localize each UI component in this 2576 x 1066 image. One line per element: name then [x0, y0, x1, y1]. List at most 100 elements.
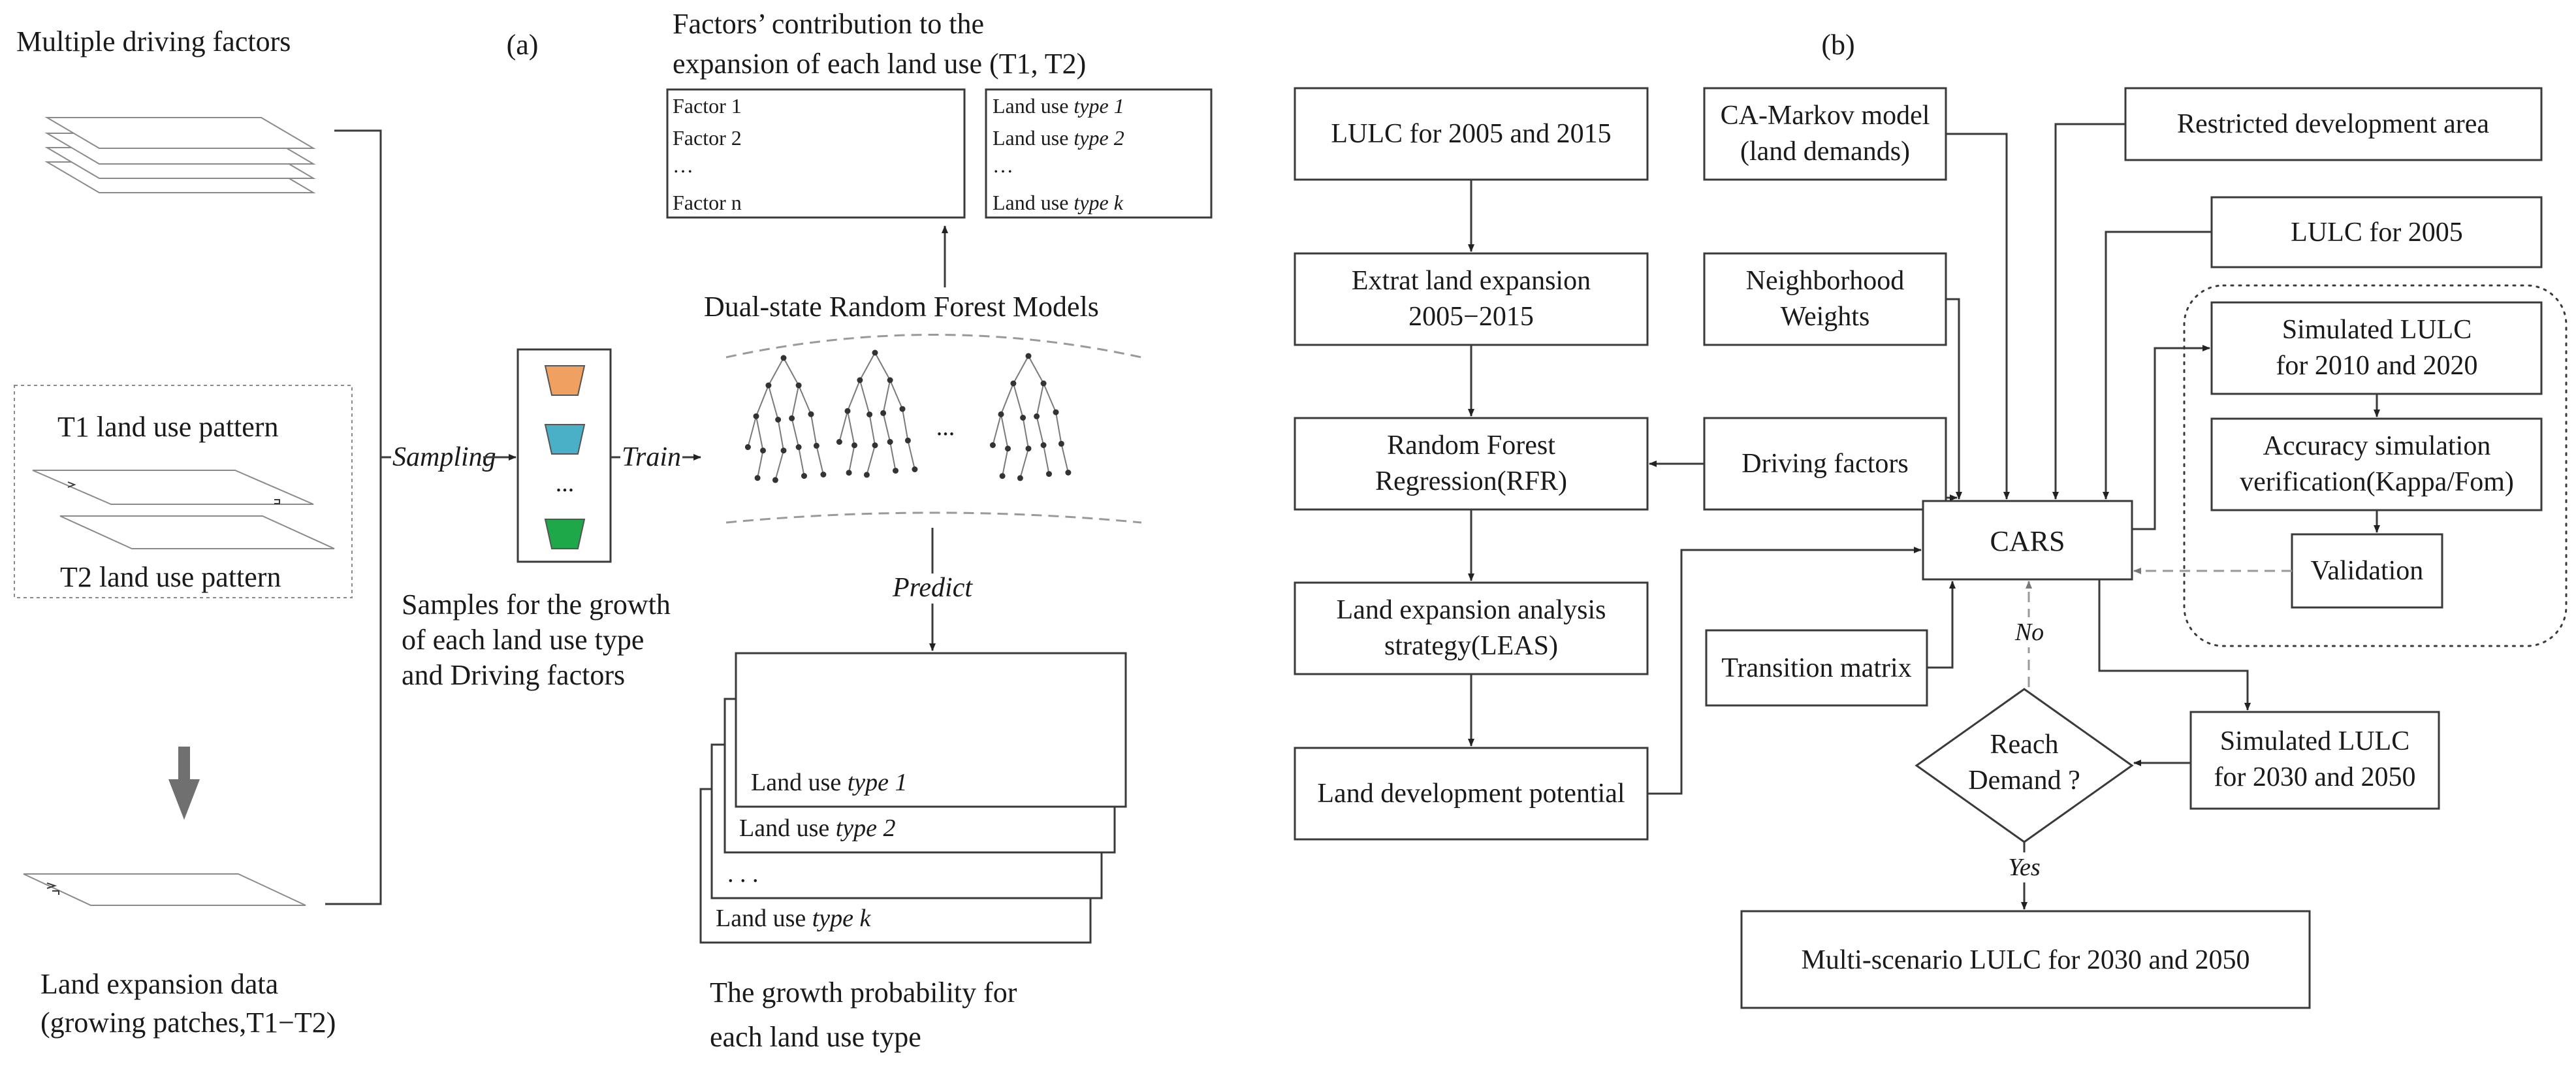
- sample-swatch-1: [544, 365, 586, 396]
- driving-factors-label: Multiple driving factors: [16, 25, 291, 57]
- tree-node: [1010, 380, 1017, 387]
- tree-node: [893, 468, 898, 474]
- tree-node: [753, 413, 759, 419]
- sample-swatch-2: [544, 424, 586, 455]
- leas-line-2: strategy(LEAS): [1384, 631, 1558, 661]
- factor-list-box: [666, 88, 966, 219]
- tree-branch: [848, 445, 855, 473]
- tree-branch: [791, 385, 800, 419]
- validation-group: [2183, 284, 2568, 647]
- tree-node: [912, 466, 918, 472]
- simulated-2010-2020-line-1: Simulated LULC: [2282, 315, 2472, 345]
- contribution-caption-2: expansion of each land use (T1, T2): [673, 48, 1086, 80]
- extract-expansion-line-2: 2005−2015: [1408, 302, 1534, 332]
- factor-item-4: Factor n: [673, 191, 742, 214]
- rf-models-title: Dual-state Random Forest Models: [704, 291, 1099, 323]
- tree-node: [836, 439, 842, 445]
- tree-node: [998, 411, 1004, 417]
- tree-node: [744, 444, 751, 450]
- tree-node: [1040, 442, 1047, 448]
- tree-branch: [992, 413, 1002, 445]
- sample-swatch-3: [544, 519, 586, 549]
- rfr-line-1: Random Forest: [1387, 430, 1555, 460]
- driving-factor-layers-icon: [44, 117, 316, 193]
- panel-b: (b) LULC for 2005 and 2015 Extrat land e…: [1294, 29, 2568, 1009]
- tree-branch: [866, 445, 876, 476]
- landuse-item-1: Land use type 1: [993, 94, 1124, 118]
- tree-node: [846, 470, 852, 476]
- tree-branch: [1036, 383, 1045, 417]
- tree-node: [772, 477, 778, 483]
- tree-branch: [1043, 383, 1057, 413]
- tree-node: [801, 473, 807, 479]
- tree-branch: [1000, 414, 1009, 449]
- tree-node: [1025, 353, 1032, 359]
- land-dev-potential-box: [1294, 747, 1649, 841]
- tree-node: [887, 377, 893, 383]
- samples-caption-1: Samples for the growth: [402, 589, 671, 621]
- land-use-pattern-layers-icon: [32, 470, 335, 549]
- validation-label: Validation: [2311, 556, 2424, 586]
- tree-node: [999, 473, 1006, 479]
- landuse-list-box: [985, 88, 1213, 219]
- multi-scenario-label: Multi-scenario LULC for 2030 and 2050: [1801, 945, 2250, 975]
- tree-branch: [1019, 448, 1029, 479]
- tree-node: [795, 444, 802, 450]
- tree-branch: [783, 357, 799, 386]
- extract-expansion-box: [1294, 252, 1649, 346]
- tree-node: [872, 442, 878, 449]
- tree-node: [1065, 470, 1072, 476]
- tree-node: [1005, 445, 1011, 452]
- factor-item-1: Factor 1: [673, 94, 742, 118]
- tree-node: [775, 417, 782, 423]
- tree-node: [989, 442, 996, 448]
- panel-b-label: (b): [1821, 29, 1854, 61]
- train-label: Train: [622, 442, 681, 472]
- tree-node: [844, 408, 851, 414]
- transition-matrix-box: [1705, 629, 1928, 707]
- yes-label: Yes: [2008, 854, 2040, 881]
- neighborhood-line-1: Neighborhood: [1746, 266, 1905, 296]
- random-forest-trees-icon: [744, 349, 1072, 483]
- tree-node: [808, 411, 814, 417]
- probability-caption-1: The growth probability for: [710, 977, 1017, 1009]
- tree-branch: [1060, 444, 1069, 473]
- rfr-box: [1294, 417, 1649, 511]
- tree-branch: [1036, 416, 1045, 445]
- tree-branch: [767, 385, 779, 420]
- tree-branch: [882, 413, 891, 442]
- tree-branch: [847, 380, 861, 412]
- land-expansion-label-1: Land expansion data: [40, 968, 278, 1000]
- tree-node: [780, 447, 787, 454]
- tree-branch: [907, 440, 915, 470]
- lulc-2005-2015-label: LULC for 2005 and 2015: [1331, 119, 1611, 149]
- tree-branch: [889, 380, 903, 410]
- leas-line-1: Land expansion analysis: [1337, 595, 1606, 625]
- factor-item-3: …: [673, 153, 693, 177]
- restricted-area-box: [2124, 87, 2543, 161]
- tree-branch: [755, 416, 764, 451]
- tree-node: [1058, 440, 1064, 447]
- tree-branch: [791, 418, 800, 447]
- tree-branch: [1043, 445, 1050, 474]
- tree-branch: [847, 411, 855, 445]
- tree-node: [880, 410, 887, 416]
- accuracy-line-2: verification(Kappa/Fom): [2240, 467, 2514, 497]
- tree-branch: [1012, 383, 1024, 418]
- tree-node: [789, 415, 795, 421]
- tree-node: [1034, 413, 1040, 419]
- tree-node: [857, 377, 863, 383]
- tree-branch: [1055, 412, 1062, 444]
- reach-demand-line-2: Demand ?: [1968, 766, 2080, 796]
- tree-branch: [868, 414, 876, 445]
- no-label: No: [2014, 619, 2044, 646]
- panel-a: (a) Multiple driving factors T1 land use…: [14, 8, 1213, 1053]
- tree-branch: [816, 445, 824, 475]
- tree-node: [760, 447, 766, 454]
- tree-branch: [755, 385, 769, 417]
- probability-card-3-label: . . .: [727, 860, 759, 888]
- samples-caption-3: and Driving factors: [402, 659, 625, 691]
- tree-branch: [777, 419, 784, 451]
- tree-branch: [1013, 355, 1029, 384]
- tree-node: [872, 349, 878, 356]
